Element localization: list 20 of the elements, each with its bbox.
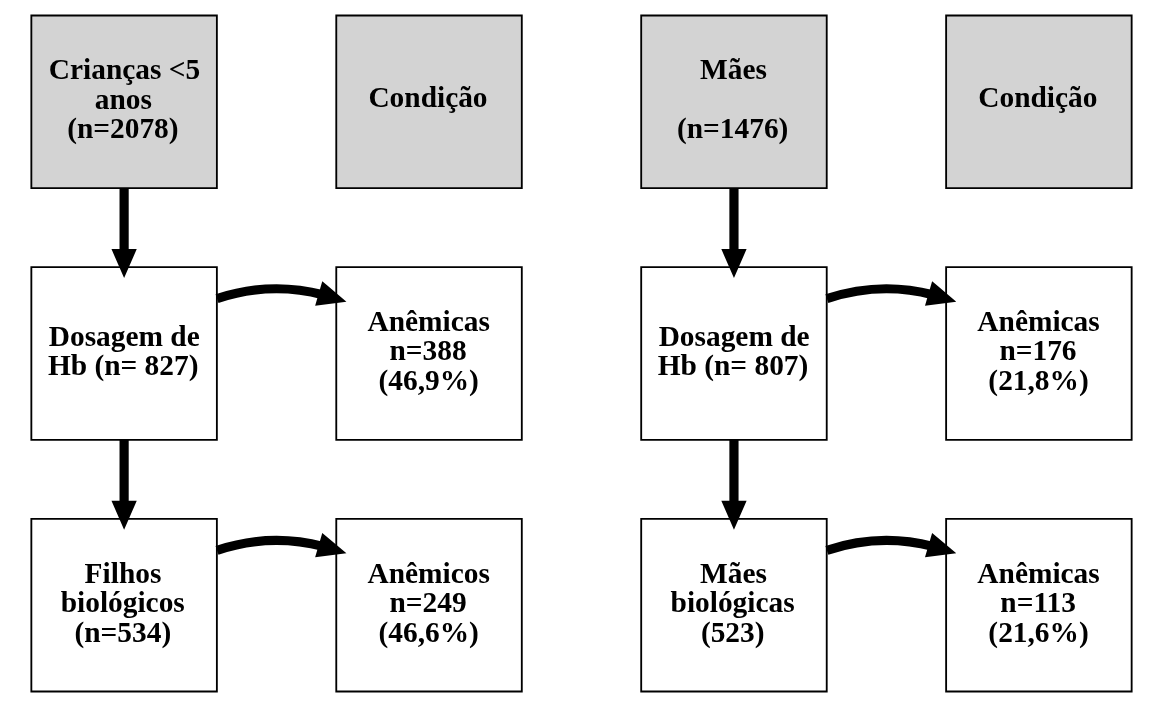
arrow [111,188,137,279]
node-box: Mães (n=1476) [640,14,828,190]
node-box: Anêmicos n=249 (46,6%) [335,517,523,693]
arrow [215,533,347,558]
arrow [825,533,957,558]
arrow [721,440,747,530]
node-box: Dosagem de Hb (n= 827) [30,266,218,441]
node-box: Crianças <5 anos (n=2078) [30,14,218,190]
arrow [825,281,957,306]
node-box: Filhos biológicos (n=534) [30,517,218,693]
node-box: Condição [945,14,1133,190]
arrow [111,440,137,530]
node-box: Anêmicas n=388 (46,9%) [335,266,523,441]
arrow [721,188,747,279]
node-box: Dosagem de Hb (n= 807) [640,266,828,441]
node-box: Condição [335,14,523,190]
arrow [215,281,347,306]
node-box: Anêmicas n=113 (21,6%) [945,517,1133,693]
node-box: Mães biológicas (523) [640,517,828,693]
node-box: Anêmicas n=176 (21,8%) [945,266,1133,441]
